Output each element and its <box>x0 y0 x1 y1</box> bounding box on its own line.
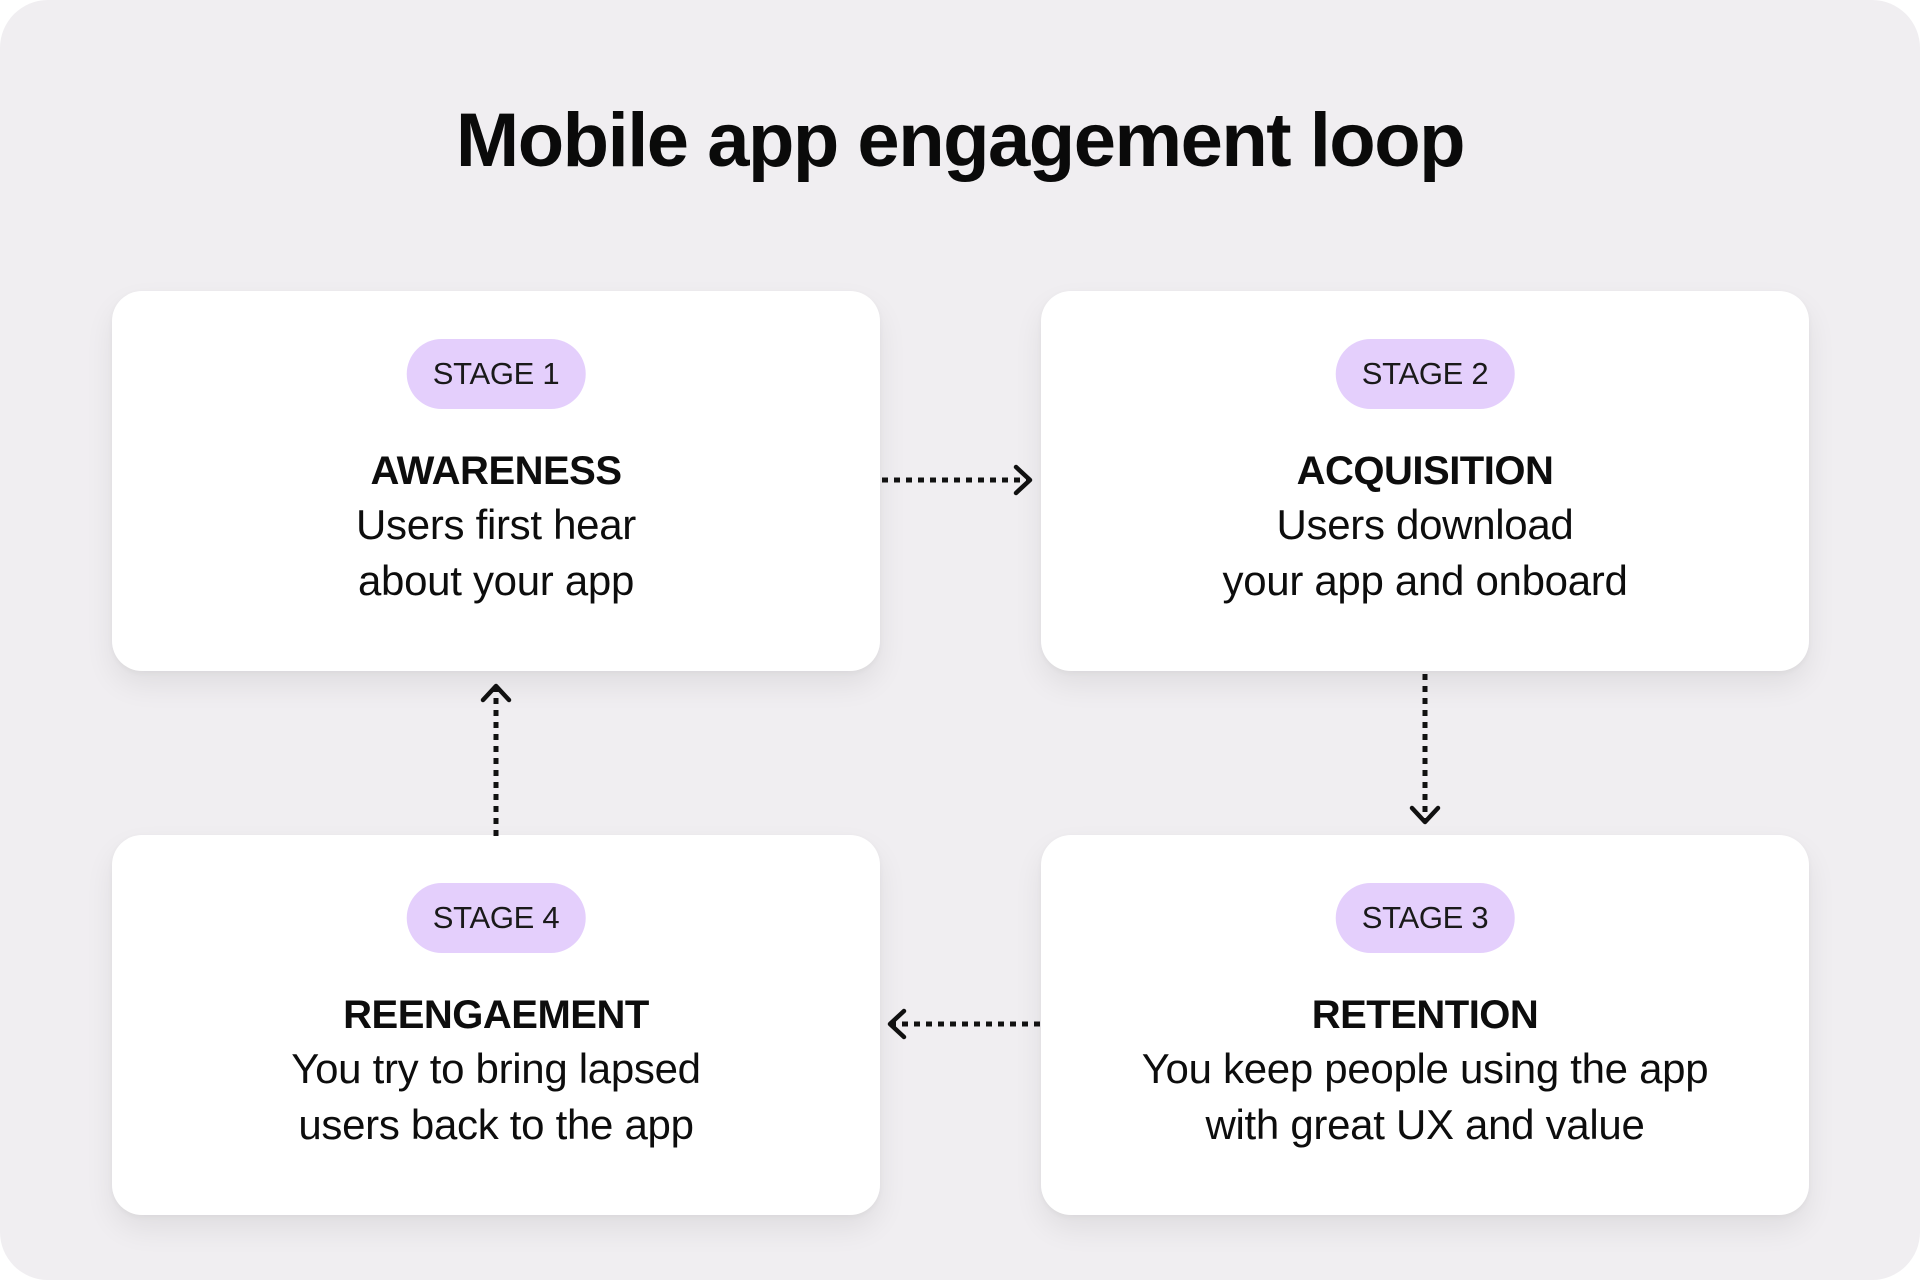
stage-card-awareness: STAGE 1 AWARENESS Users first hear about… <box>112 291 880 671</box>
stage-description: You try to bring lapsed users back to th… <box>112 1041 880 1153</box>
stage-heading: ACQUISITION <box>1296 449 1554 493</box>
stage-badge: STAGE 4 <box>406 883 586 953</box>
stage-heading: REENGAEMENT <box>343 993 649 1037</box>
stage-description-line: You keep people using the app <box>1141 1045 1709 1092</box>
stage-heading: AWARENESS <box>370 449 622 493</box>
stage-description: You keep people using the app with great… <box>1041 1041 1809 1153</box>
arrow-left-icon <box>884 1006 1040 1042</box>
arrow-down-icon <box>1407 672 1443 828</box>
stage-description-line: users back to the app <box>298 1101 694 1148</box>
stage-description-line: You try to bring lapsed <box>291 1045 701 1092</box>
stage-card-reengagement: STAGE 4 REENGAEMENT You try to bring lap… <box>112 835 880 1215</box>
stage-description-line: about your app <box>357 557 635 604</box>
stage-heading: RETENTION <box>1311 993 1539 1037</box>
arrow-right-icon <box>880 462 1036 498</box>
stage-badge: STAGE 3 <box>1335 883 1515 953</box>
stage-description-line: with great UX and value <box>1205 1101 1645 1148</box>
stage-card-retention: STAGE 3 RETENTION You keep people using … <box>1041 835 1809 1215</box>
stage-badge: STAGE 2 <box>1335 339 1515 409</box>
stage-description-line: Users download <box>1276 501 1574 548</box>
stage-badge: STAGE 1 <box>406 339 586 409</box>
diagram-title: Mobile app engagement loop <box>455 98 1466 183</box>
arrow-up-icon <box>478 680 514 836</box>
stage-description: Users first hear about your app <box>112 497 880 609</box>
stage-card-acquisition: STAGE 2 ACQUISITION Users download your … <box>1041 291 1809 671</box>
stage-description-line: your app and onboard <box>1222 557 1628 604</box>
stage-description: Users download your app and onboard <box>1041 497 1809 609</box>
stage-description-line: Users first hear <box>356 501 636 548</box>
